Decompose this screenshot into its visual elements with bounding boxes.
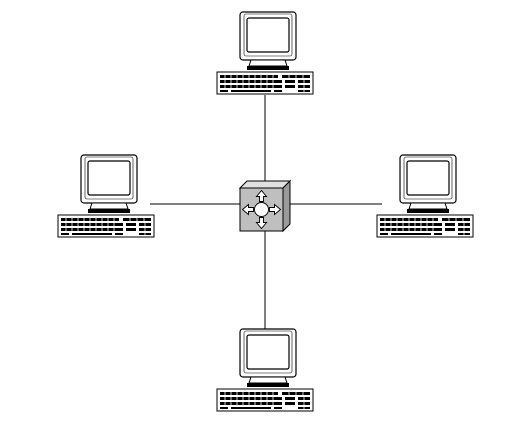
computer-icon [216, 11, 314, 95]
workstation-bottom[interactable] [216, 328, 314, 412]
computer-icon [376, 154, 474, 238]
link-lines [150, 95, 382, 330]
switch-icon [241, 189, 282, 230]
workstation-right[interactable] [376, 154, 474, 238]
computer-icon [57, 154, 155, 238]
computer-icon [216, 328, 314, 412]
workstation-left[interactable] [57, 154, 155, 238]
workstation-top[interactable] [216, 11, 314, 95]
network-switch[interactable] [238, 179, 292, 233]
